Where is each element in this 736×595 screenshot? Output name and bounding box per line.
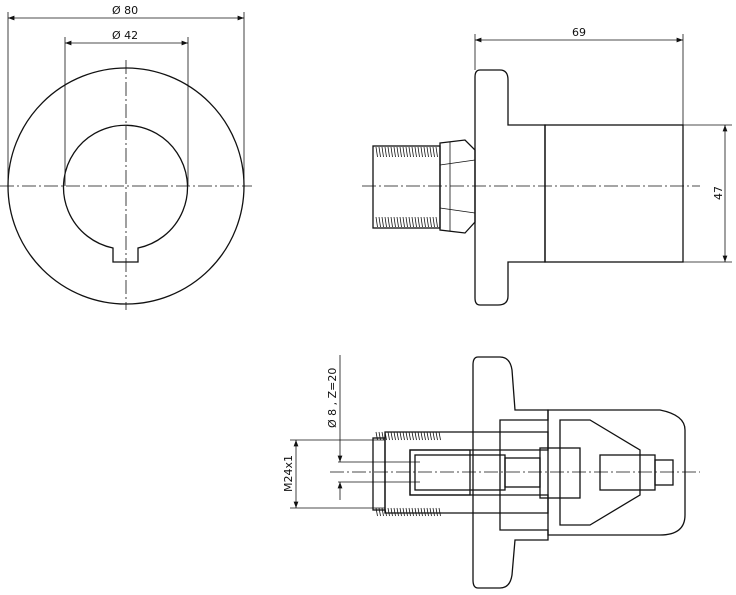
front-view: Ø 80 Ø 42 [0,4,252,310]
thread-lines [375,146,438,228]
section-view: Ø 8 , Z=20 M24x1 [282,355,700,589]
thread-label: M24x1 [282,455,295,492]
height-label: 47 [712,186,725,200]
outer-diameter-label: Ø 80 [112,4,138,17]
thread-lines [375,431,441,517]
length-label: 69 [572,26,586,39]
outlet-label: Ø 8 , Z=20 [326,368,339,428]
side-view: 69 47 [362,26,732,306]
inner-diameter-label: Ø 42 [112,29,138,42]
